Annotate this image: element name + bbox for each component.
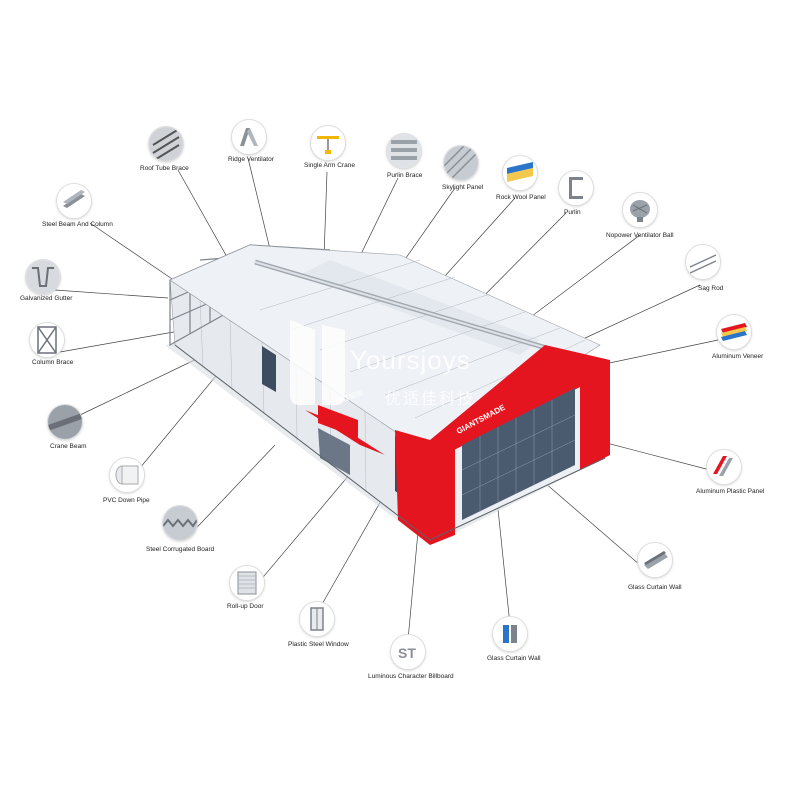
label-steel-corrugated-board: Steel Corrugated Board — [146, 546, 215, 553]
sag-rod-icon — [686, 245, 720, 279]
nopower-ventilator-ball-icon — [623, 193, 657, 227]
galvanized-gutter-icon — [26, 260, 60, 294]
svg-text:ST: ST — [398, 645, 416, 661]
label-rock-wool-panel: Rock Wool Panel — [496, 194, 546, 201]
watermark-text: Yoursjoys — [350, 345, 471, 375]
label-nopower-ventilator-ball: Nopower Ventilator Ball — [606, 232, 674, 239]
roof-tube-brace-icon — [149, 127, 183, 161]
label-glass-curtain-wall-right: Glass Curtain Wall — [628, 584, 682, 591]
label-galvanized-gutter: Galvanized Gutter — [20, 295, 73, 302]
steel-beam-and-column-icon — [57, 184, 91, 218]
luminous-character-billboard-icon: ST — [391, 635, 425, 669]
label-glass-curtain-wall-bottom: Glass Curtain Wall — [487, 655, 541, 662]
label-roof-tube-brace: Roof Tube Brace — [140, 165, 189, 172]
pvc-down-pipe-icon — [110, 458, 144, 492]
label-purlin-brace: Purlin Brace — [387, 172, 423, 179]
watermark-logo — [290, 320, 345, 405]
aluminum-veneer-icon — [717, 315, 751, 349]
single-arm-crane-icon — [311, 126, 345, 160]
label-aluminum-plastic-panel: Aluminum Plastic Panel — [696, 488, 765, 495]
watermark-subtext: 优适佳科技 — [385, 389, 476, 408]
roll-up-door-icon — [230, 566, 264, 600]
aluminum-plastic-panel-icon — [707, 450, 741, 484]
ridge-ventilator-icon — [232, 120, 266, 154]
glass-curtain-wall-right-icon — [638, 543, 672, 577]
plastic-steel-window-icon — [300, 602, 334, 636]
label-roll-up-door: Roll-up Door — [227, 603, 264, 610]
label-plastic-steel-window: Plastic Steel Window — [288, 641, 349, 648]
label-aluminum-veneer: Aluminum Veneer — [712, 353, 764, 360]
purlin-icon — [559, 171, 593, 205]
steel-corrugated-board-icon — [163, 506, 197, 540]
label-pvc-down-pipe: PVC Down Pipe — [103, 497, 150, 504]
label-column-brace: Column Brace — [32, 359, 74, 366]
skylight-panel-icon — [444, 146, 478, 180]
label-single-arm-crane: Single Arm Crane — [304, 162, 355, 169]
front-facade — [305, 345, 610, 545]
purlin-brace-icon — [387, 134, 421, 168]
crane-beam-icon — [48, 405, 82, 439]
label-steel-beam-and-column: Steel Beam And Column — [42, 221, 113, 228]
label-ridge-ventilator: Ridge Ventilator — [228, 156, 274, 163]
column-brace-icon — [30, 323, 64, 357]
glass-curtain-wall-bottom-icon — [493, 617, 527, 651]
rock-wool-panel-icon — [503, 156, 537, 190]
label-sag-rod: Sag Rod — [698, 285, 724, 292]
label-luminous-character-billboard: Luminous Character Billboard — [368, 673, 454, 680]
label-purlin: Purlin — [564, 209, 581, 216]
label-crane-beam: Crane Beam — [50, 443, 87, 450]
label-skylight-panel: Skylight Panel — [442, 184, 484, 191]
